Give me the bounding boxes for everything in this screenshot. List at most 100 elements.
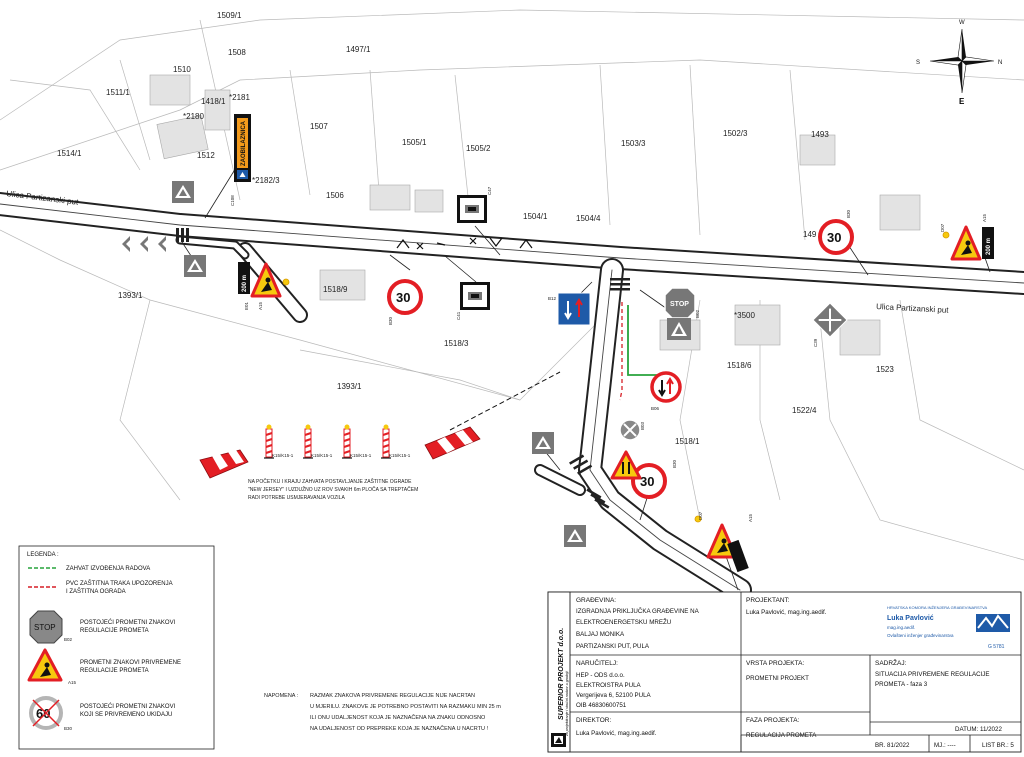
chevron-markings bbox=[122, 236, 166, 252]
pvc-tape-line bbox=[619, 302, 623, 401]
legend-pvc-1: PVC ZAŠTITNA TRAKA UPOZORENJA bbox=[66, 580, 173, 587]
narucitelj-line2: ELEKTROISTRA PULA bbox=[576, 682, 642, 689]
direktor-name: Luka Pavlović, mag.ing.aedif. bbox=[576, 730, 657, 737]
parcel-1493: 1493 bbox=[811, 130, 829, 139]
gradevina-label: GRAĐEVINA: bbox=[576, 597, 616, 604]
faza-value: REGULACIJA PROMETA bbox=[746, 732, 817, 739]
speed-limit-sign-30-east: 30 bbox=[818, 219, 854, 255]
parcel-1418: 1418/1 bbox=[201, 97, 226, 106]
warning-post-4 bbox=[381, 424, 391, 459]
company-subtitle: za projektiranje i stručni nadzor u grad… bbox=[565, 671, 569, 737]
svg-text:200 m: 200 m bbox=[242, 275, 248, 292]
road-symbols bbox=[396, 237, 533, 250]
code-b02: B02 bbox=[695, 309, 700, 318]
chamber-logo bbox=[976, 614, 1010, 632]
stamp-title: mag.ing.aedif. bbox=[887, 625, 915, 630]
existing-sign-e bbox=[812, 302, 848, 338]
projektant-label: PROJEKTANT: bbox=[746, 597, 790, 604]
parcel-1505-1: 1505/1 bbox=[402, 138, 427, 147]
parcel-1502: 1502/3 bbox=[723, 129, 748, 138]
code-d07-south: D07 bbox=[698, 511, 703, 520]
code-c47-a: C47 bbox=[487, 186, 492, 195]
sadrzaj-line2: PROMETA - faza 3 bbox=[875, 681, 928, 688]
existing-stop-sign: STOP bbox=[664, 287, 696, 319]
compass-n: W bbox=[959, 20, 965, 26]
parcel-2182: *2182/3 bbox=[252, 176, 280, 185]
parcel-3500: *3500 bbox=[734, 311, 755, 320]
code-b30-center: B30 bbox=[388, 316, 393, 325]
code-a15-south: A15 bbox=[748, 513, 753, 522]
parcel-2181: *2181 bbox=[229, 93, 250, 102]
stop-sign-text: STOP bbox=[670, 301, 689, 308]
svg-text:30: 30 bbox=[827, 230, 841, 245]
warning-post-2 bbox=[303, 424, 313, 459]
parcel-149: 149 bbox=[803, 230, 817, 239]
parcel-1511: 1511/1 bbox=[106, 88, 130, 97]
code-c39: C39 bbox=[813, 338, 818, 347]
stamp-chamber: HRVATSKA KOMORA INŽENJERA GRAĐEVINARSTVA bbox=[887, 605, 988, 610]
company-name: SUPERIOR PROJEKT d.o.o. bbox=[558, 628, 565, 720]
existing-warning-sign-s bbox=[532, 432, 554, 454]
napomena-note: NAPOMENA : RAZMAK ZNAKOVA PRIVREMENE REG… bbox=[264, 693, 501, 732]
oncoming-priority-sign bbox=[650, 371, 682, 403]
legend-removed-1: POSTOJEĆI PROMETNI ZNAKOVI bbox=[80, 703, 176, 710]
vrsta-label: VRSTA PROJEKTA: bbox=[746, 660, 804, 667]
warning-post-1 bbox=[264, 424, 274, 459]
parcel-1504-1: 1504/1 bbox=[523, 212, 548, 221]
faza-label: FAZA PROJEKTA: bbox=[746, 717, 800, 724]
note-title: NAPOMENA : bbox=[264, 693, 299, 699]
svg-text:60: 60 bbox=[36, 706, 50, 721]
code-b03: B03 bbox=[640, 421, 645, 430]
code-b30-east: B30 bbox=[846, 209, 851, 218]
compass-rose: W S N E bbox=[916, 20, 1002, 106]
parcel-1514: 1514/1 bbox=[57, 149, 82, 158]
title-block: SUPERIOR PROJEKT d.o.o. za projektiranje… bbox=[547, 591, 1022, 753]
parcel-boundaries bbox=[0, 9, 1024, 561]
parcel-1518-9: 1518/9 bbox=[323, 285, 348, 294]
roadworks-sign-west: 200 m bbox=[238, 262, 290, 298]
road-narrows-sign bbox=[610, 450, 642, 480]
buildings bbox=[149, 74, 921, 356]
legend-title: LEGENDA : bbox=[27, 552, 59, 558]
jersey-barrier-right bbox=[424, 426, 481, 460]
existing-warning-sign-nw bbox=[172, 181, 194, 203]
legend-existing-1: POSTOJEĆI PROMETNI ZNAKOVI bbox=[80, 619, 176, 626]
speed-limit-sign-30-south: 30 bbox=[631, 463, 667, 499]
parcel-1507: 1507 bbox=[310, 122, 328, 131]
gradevina-line3: BALJAJ MONIKA bbox=[576, 631, 625, 638]
existing-sign-c47-a bbox=[457, 195, 487, 223]
note-line4: NA UDALJENOST OD PREPREKE KOJA JE NAZNAČ… bbox=[310, 725, 488, 732]
legend-removed-icon: 60 bbox=[29, 696, 63, 730]
list-broj: LIST BR.: 5 bbox=[982, 742, 1014, 749]
roads bbox=[0, 192, 1024, 602]
legend-temp-1: PROMETNI ZNAKOVI PRIVREMENE bbox=[80, 660, 181, 666]
sadrzaj-label: SADRŽAJ: bbox=[875, 658, 907, 667]
svg-text:K15/K15-1: K15/K15-1 bbox=[389, 453, 411, 458]
warning-post-3 bbox=[342, 424, 352, 459]
broj: BR. 81/2022 bbox=[875, 742, 910, 749]
parcel-1518-3: 1518/3 bbox=[444, 339, 469, 348]
legend-removed-code: B30 bbox=[64, 726, 73, 731]
legend-temp-icon bbox=[27, 648, 63, 682]
narucitelj-label: NARUČITELJ: bbox=[576, 658, 618, 667]
existing-warning-sign-w bbox=[184, 255, 206, 277]
barrier-note: NA POČETKU I KRAJU ZAHVATA POSTAVLJANJE … bbox=[248, 478, 418, 501]
code-c108: C108 bbox=[230, 195, 235, 206]
warning-posts bbox=[264, 424, 391, 459]
work-zone-line bbox=[627, 305, 660, 376]
legend-pvc-2: I ZAŠTITNA OGRADA bbox=[66, 588, 126, 595]
narucitelj-line3: Vergerijeva 6, 52100 PULA bbox=[576, 692, 652, 699]
barrier-note-line1: NA POČETKU I KRAJU ZAHVATA POSTAVLJANJE … bbox=[248, 478, 412, 485]
barrier-connector-line bbox=[449, 371, 561, 431]
legend-stop-code: B02 bbox=[64, 637, 73, 642]
code-b12: B12 bbox=[548, 296, 557, 301]
code-c47-b: C41 bbox=[456, 311, 461, 320]
existing-warning-sign-se bbox=[564, 525, 586, 547]
legend-work-zone: ZAHVAT IZVOĐENJA RADOVA bbox=[66, 566, 150, 572]
svg-text:K15/K15-1: K15/K15-1 bbox=[311, 453, 333, 458]
svg-text:30: 30 bbox=[640, 474, 654, 489]
jersey-barrier-left bbox=[199, 449, 249, 479]
svg-text:K15/K15-1: K15/K15-1 bbox=[350, 453, 372, 458]
